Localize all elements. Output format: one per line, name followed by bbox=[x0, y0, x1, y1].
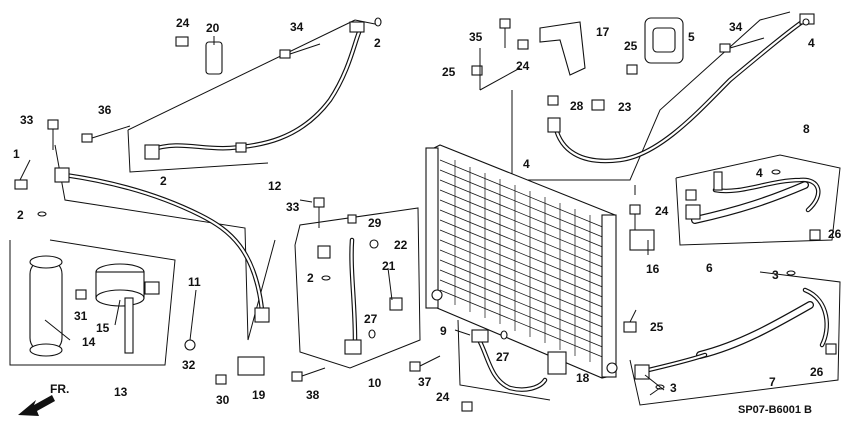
callout-25b: 25 bbox=[624, 39, 638, 53]
pipe-12 bbox=[144, 21, 365, 160]
group-outlines bbox=[9, 11, 841, 406]
callout-34a: 34 bbox=[290, 20, 304, 34]
callout-32: 32 bbox=[182, 358, 196, 372]
diagram-code: SP07-B6001 B bbox=[738, 404, 812, 416]
callout-13: 13 bbox=[114, 385, 128, 399]
callout-8: 8 bbox=[803, 122, 810, 136]
hose-6 bbox=[685, 177, 821, 224]
callout-3a: 3 bbox=[772, 268, 779, 282]
callout-4c: 4 bbox=[756, 166, 763, 180]
front-arrow-icon bbox=[18, 395, 55, 416]
callout-27a: 27 bbox=[364, 312, 378, 326]
pipe-10 bbox=[317, 237, 362, 355]
callout-29: 29 bbox=[368, 216, 382, 230]
callout-2b: 2 bbox=[160, 174, 167, 188]
front-direction-indicator: FR. bbox=[18, 382, 69, 416]
callout-7: 7 bbox=[769, 375, 776, 389]
callout-24c: 24 bbox=[655, 204, 669, 218]
condenser bbox=[425, 144, 618, 379]
callout-31: 31 bbox=[74, 309, 88, 323]
callout-20: 20 bbox=[206, 21, 220, 35]
callout-12: 12 bbox=[268, 179, 282, 193]
callout-28: 28 bbox=[570, 99, 584, 113]
callout-27b: 27 bbox=[496, 350, 510, 364]
fasteners bbox=[14, 17, 837, 412]
callout-23: 23 bbox=[618, 100, 632, 114]
callout-1: 1 bbox=[13, 147, 20, 161]
callout-15: 15 bbox=[96, 321, 110, 335]
callout-25c: 25 bbox=[650, 320, 664, 334]
callout-2c: 2 bbox=[374, 36, 381, 50]
callout-11: 11 bbox=[188, 275, 201, 289]
callout-24b: 24 bbox=[516, 59, 530, 73]
callout-17: 17 bbox=[596, 25, 610, 39]
hose-7 bbox=[634, 287, 829, 380]
drier-bracket bbox=[95, 263, 160, 354]
callout-2d: 2 bbox=[307, 271, 314, 285]
callout-26b: 26 bbox=[810, 365, 824, 379]
direction-label: FR. bbox=[50, 382, 69, 396]
callout-3b: 3 bbox=[670, 381, 677, 395]
callout-24d: 24 bbox=[436, 390, 450, 404]
callout-4b: 4 bbox=[808, 36, 815, 50]
callout-35: 35 bbox=[469, 30, 483, 44]
callout-24a: 24 bbox=[176, 16, 190, 30]
callout-4a: 4 bbox=[523, 157, 530, 171]
callout-37: 37 bbox=[418, 375, 432, 389]
callout-14: 14 bbox=[82, 335, 96, 349]
callout-labels: 1 2 2 2 2 3 3 4 4 4 5 6 7 8 9 10 11 12 1… bbox=[13, 16, 842, 407]
callout-10: 10 bbox=[368, 376, 382, 390]
callout-34b: 34 bbox=[729, 20, 743, 34]
callout-2a: 2 bbox=[17, 208, 24, 222]
callout-33b: 33 bbox=[286, 200, 300, 214]
callout-9: 9 bbox=[440, 324, 447, 338]
pipe-9 bbox=[471, 329, 548, 392]
receiver-drier bbox=[29, 255, 63, 357]
callout-16: 16 bbox=[646, 262, 660, 276]
callout-19: 19 bbox=[252, 388, 266, 402]
callout-26a: 26 bbox=[828, 227, 842, 241]
callout-36: 36 bbox=[98, 103, 112, 117]
callout-30: 30 bbox=[216, 393, 230, 407]
callout-33a: 33 bbox=[20, 113, 34, 127]
condenser-core bbox=[439, 159, 606, 362]
callout-18: 18 bbox=[576, 371, 590, 385]
callout-22: 22 bbox=[394, 238, 408, 252]
callout-25a: 25 bbox=[442, 65, 456, 79]
callout-21: 21 bbox=[382, 259, 396, 273]
leader-lines bbox=[19, 36, 665, 396]
callout-6: 6 bbox=[706, 261, 713, 275]
callout-38: 38 bbox=[306, 388, 320, 402]
callout-5: 5 bbox=[688, 30, 695, 44]
pipe-11 bbox=[54, 167, 270, 323]
